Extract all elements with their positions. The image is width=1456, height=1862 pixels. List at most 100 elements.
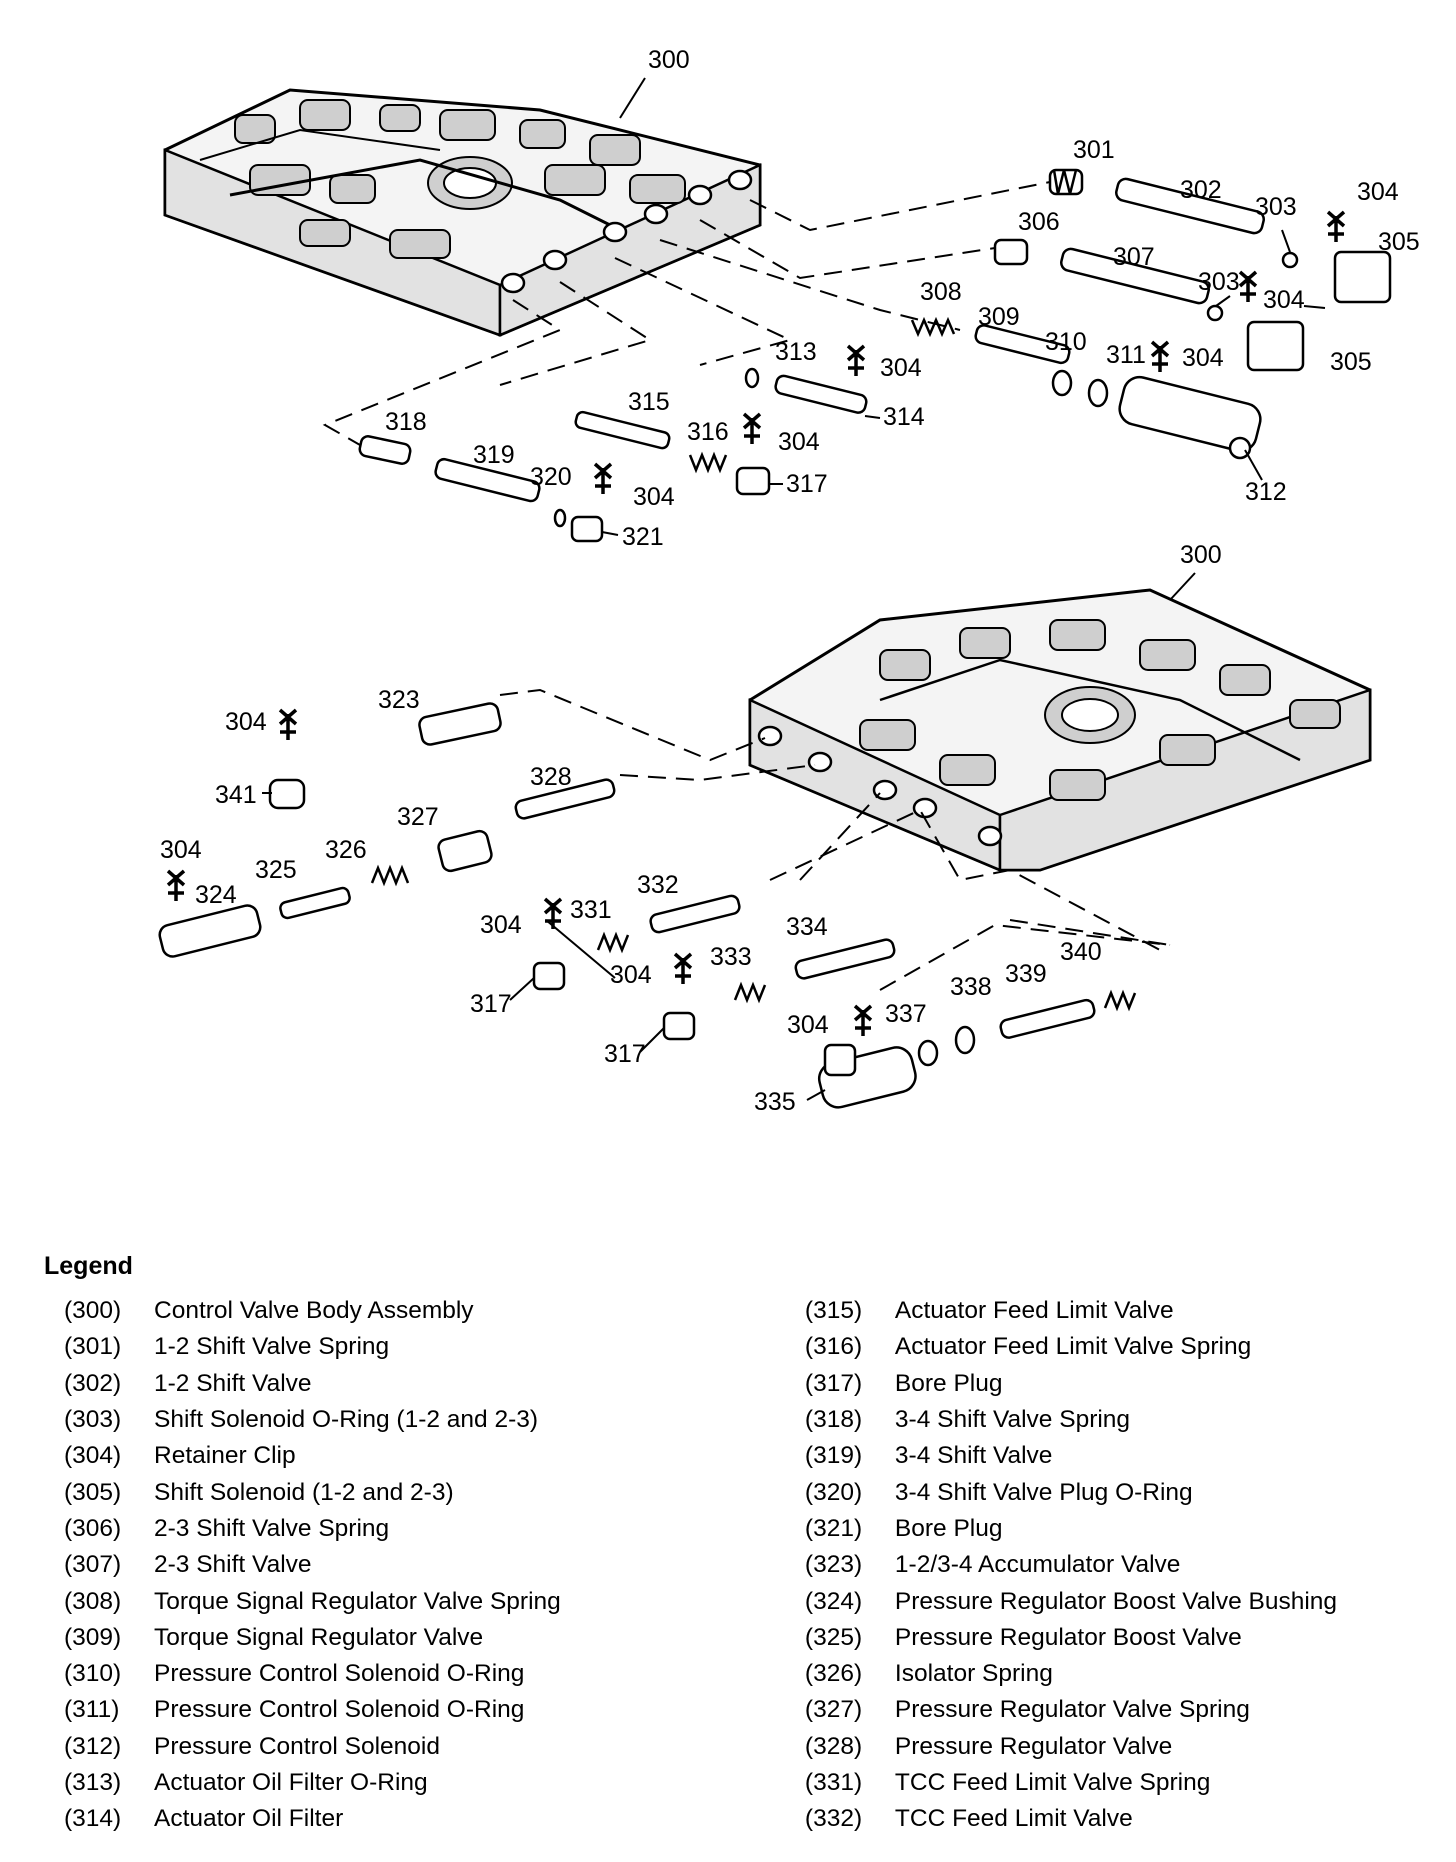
callout-304: 304 bbox=[480, 911, 522, 939]
legend-item-number: (327) bbox=[804, 1696, 863, 1724]
legend-item: (308) Torque Signal Regulator Valve Sprin… bbox=[64, 1583, 805, 1619]
legend-title: Legend bbox=[44, 1252, 133, 1280]
legend-item-label: Torque Signal Regulator Valve bbox=[154, 1623, 484, 1651]
callout-311: 311 bbox=[1106, 341, 1146, 369]
part-310-oring bbox=[1051, 369, 1073, 397]
callout-316: 316 bbox=[687, 418, 729, 446]
callout-303: 303 bbox=[1255, 193, 1297, 221]
callout-305: 305 bbox=[1378, 228, 1420, 256]
legend-item-label: Bore Plug bbox=[894, 1369, 1003, 1397]
callouts-bottom: 300 304 323 341 328 327 304 325 326 324 … bbox=[160, 541, 1222, 1116]
callout-339: 339 bbox=[1005, 960, 1047, 988]
bottom-body-detail bbox=[859, 619, 1341, 801]
bore-hole bbox=[912, 797, 938, 819]
part-333-spring bbox=[733, 981, 767, 1004]
part-328-valve bbox=[514, 778, 616, 820]
top-body-detail bbox=[199, 99, 686, 259]
part-314-filter bbox=[774, 374, 868, 414]
callout-325: 325 bbox=[255, 856, 297, 884]
callout-306: 306 bbox=[1018, 208, 1060, 236]
legend-item-number: (328) bbox=[804, 1732, 863, 1760]
legend-item: (303)Shift Solenoid O-Ring (1-2 and 2-3) bbox=[64, 1402, 805, 1438]
legend-item-label: 1-2 Shift Valve bbox=[154, 1369, 312, 1397]
callout-305: 305 bbox=[1330, 348, 1372, 376]
legend-item-number: (316) bbox=[804, 1333, 863, 1361]
callout-326: 326 bbox=[325, 836, 367, 864]
part-313-oring bbox=[744, 367, 760, 389]
legend-item-label: Pressure Regulator Boost Valve Bushing bbox=[894, 1587, 1338, 1615]
callout-312: 312 bbox=[1245, 478, 1287, 506]
callout-341: 341 bbox=[215, 781, 257, 809]
callout-331: 331 bbox=[570, 896, 612, 924]
callout-304: 304 bbox=[225, 708, 267, 736]
legend-item-number: (323) bbox=[804, 1551, 863, 1579]
legend-item-label: 1-2/3-4 Accumulator Valve bbox=[894, 1551, 1181, 1579]
part-307-valve bbox=[1060, 247, 1210, 305]
legend-item-label: 2-3 Shift Valve Spring bbox=[154, 1514, 390, 1542]
part-317-plug bbox=[662, 1011, 696, 1041]
part-326-spring bbox=[370, 864, 410, 887]
bore-hole bbox=[977, 825, 1003, 847]
callout-304: 304 bbox=[633, 483, 675, 511]
legend-item-number: (325) bbox=[804, 1623, 863, 1651]
retainer-clip-icon bbox=[673, 952, 693, 984]
part-302-valve bbox=[1115, 177, 1265, 235]
bore-hole bbox=[687, 184, 713, 206]
callout-315: 315 bbox=[628, 388, 670, 416]
legend-item: (301)1-2 Shift Valve Spring bbox=[64, 1329, 805, 1365]
part-312-solenoid bbox=[1118, 375, 1262, 460]
legend-item-label: Actuator Feed Limit Valve bbox=[894, 1297, 1174, 1325]
retainer-clip-icon bbox=[1238, 270, 1258, 302]
legend-item-number: (313) bbox=[64, 1769, 122, 1796]
callout-324: 324 bbox=[195, 881, 237, 909]
bore-hole bbox=[542, 249, 568, 271]
legend-column-left: (300) Control Valve Body Assembly (301)1-2… bbox=[64, 1293, 805, 1837]
part-323-valve bbox=[418, 702, 502, 746]
callouts-top: 300 301 302 303 304 305 306 307 303 304 … bbox=[385, 46, 1420, 551]
legend-item: (312)Pressure Control Solenoid bbox=[64, 1729, 805, 1765]
legend-item-number: (300) bbox=[64, 1297, 122, 1325]
legend-item: (325)Pressure Regulator Boost Valve bbox=[805, 1620, 1424, 1656]
legend-item-label: 2-3 Shift Valve bbox=[154, 1551, 312, 1579]
part-335-solenoid bbox=[817, 1043, 917, 1109]
legend-item: (302)1-2 Shift Valve bbox=[64, 1366, 805, 1402]
legend-item-label: 3-4 Shift Valve Plug O-Ring bbox=[894, 1478, 1193, 1506]
part-316-spring bbox=[688, 451, 728, 474]
legend-item-number: (304) bbox=[64, 1442, 122, 1470]
top-pointer-lines bbox=[601, 77, 1326, 536]
legend-item-label: Pressure Regulator Valve Spring bbox=[894, 1696, 1250, 1724]
callout-304: 304 bbox=[160, 836, 202, 864]
legend-item: (311)Pressure Control Solenoid O-Ring bbox=[64, 1692, 805, 1728]
legend-item-label: Torque Signal Regulator Valve Spring bbox=[154, 1587, 561, 1615]
callout-327: 327 bbox=[397, 803, 439, 831]
part-309-valve bbox=[974, 324, 1071, 365]
part-324-bushing bbox=[158, 904, 262, 958]
legend-item: (328)Pressure Regulator Valve bbox=[805, 1729, 1424, 1765]
legend-item-number: (318) bbox=[804, 1406, 863, 1434]
legend-item-number: (307) bbox=[64, 1551, 122, 1579]
callout-304: 304 bbox=[880, 354, 922, 382]
callout-318: 318 bbox=[385, 408, 427, 436]
legend-item-number: (305) bbox=[64, 1478, 122, 1506]
callout-300: 300 bbox=[648, 46, 690, 74]
legend-item: (320)3-4 Shift Valve Plug O-Ring bbox=[805, 1474, 1424, 1510]
retainer-clip-icon bbox=[1150, 340, 1170, 372]
legend-item-number: (321) bbox=[804, 1514, 863, 1542]
legend-item-label: Actuator Feed Limit Valve Spring bbox=[894, 1333, 1252, 1361]
valve-body-bottom bbox=[748, 588, 1372, 872]
legend-item-label: Control Valve Body Assembly bbox=[154, 1297, 474, 1325]
retainer-clip-icon bbox=[853, 1004, 873, 1036]
callout-307: 307 bbox=[1113, 243, 1155, 271]
retainer-clip-icon bbox=[846, 344, 866, 376]
legend-item: (326)Isolator Spring bbox=[805, 1656, 1424, 1692]
legend-item-label: Isolator Spring bbox=[894, 1660, 1053, 1688]
legend-item: (331)TCC Feed Limit Valve Spring bbox=[805, 1765, 1424, 1801]
legend-item: (321)Bore Plug bbox=[805, 1511, 1424, 1547]
callout-323: 323 bbox=[378, 686, 420, 714]
callout-334: 334 bbox=[786, 913, 828, 941]
callout-309: 309 bbox=[978, 303, 1020, 331]
bottom-pointer-lines bbox=[262, 572, 1196, 1101]
legend-item-number: (308) bbox=[64, 1587, 122, 1615]
part-303-oring bbox=[1281, 251, 1299, 269]
legend-item: (304)Retainer Clip bbox=[64, 1438, 805, 1474]
